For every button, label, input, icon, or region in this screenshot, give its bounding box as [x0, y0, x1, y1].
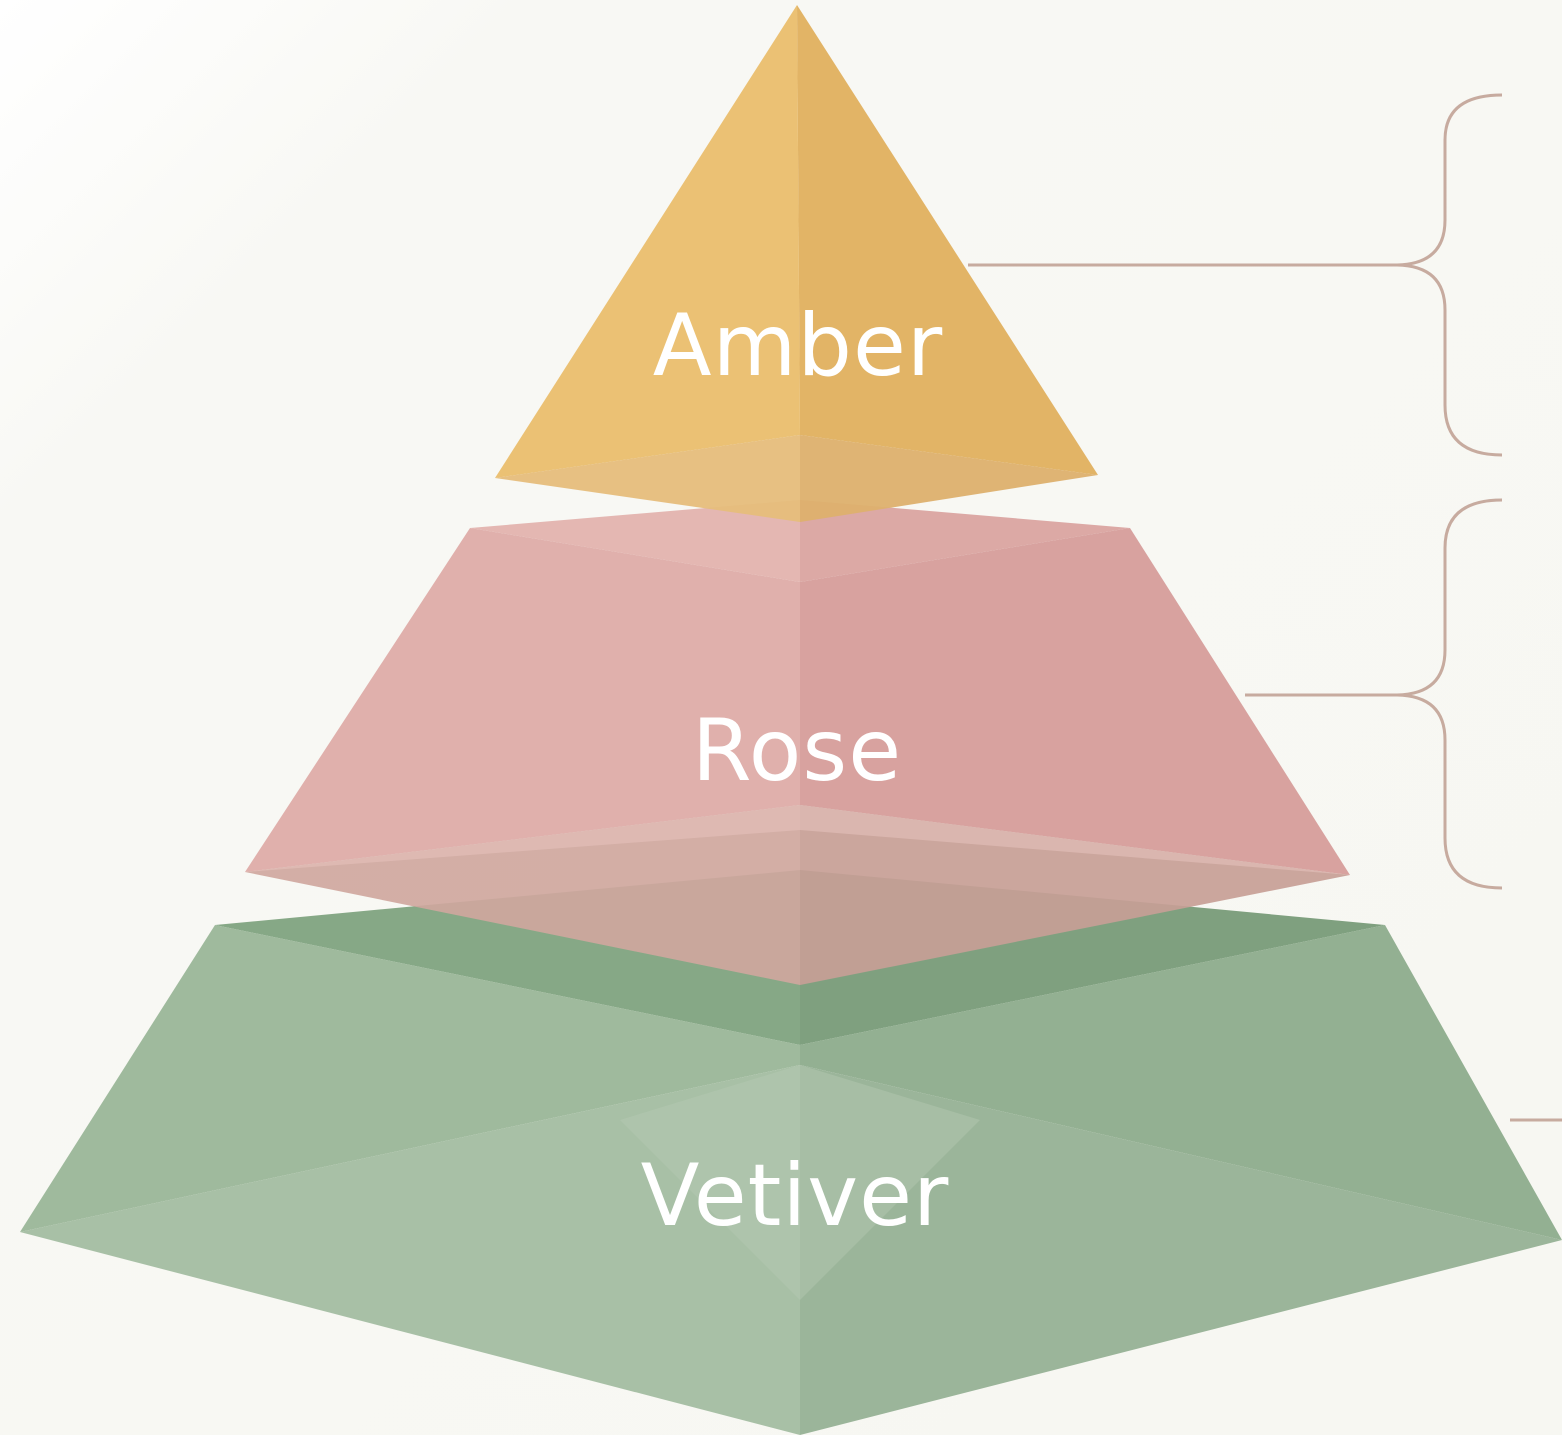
tier-middle-bottom-left-face [245, 805, 800, 985]
tier-middle-right-face [800, 528, 1350, 875]
tier-middle-back-right-face [800, 500, 1130, 582]
middle-brace [1394, 498, 1503, 890]
tier-top-label: Amber [653, 296, 943, 396]
tier-middle [245, 500, 1350, 985]
connectors [968, 93, 1562, 1122]
tier-base-front-right-face [800, 1065, 1562, 1435]
tier-base-front-left-face [20, 1065, 800, 1435]
tier-base-label: Vetiver [641, 1146, 950, 1246]
tier-middle-left-face [245, 528, 800, 872]
tier-base [20, 870, 1562, 1435]
tier-top-right-face [797, 5, 1098, 475]
tier-middle-label: Rose [692, 701, 902, 801]
tier-base-highlight [620, 1065, 980, 1300]
tier-top-bottom-right-face [800, 435, 1098, 522]
tier-base-left-face [20, 925, 800, 1232]
tier-top-bottom-left-face [495, 435, 800, 522]
tier-middle-shadow-band [245, 805, 1350, 875]
tier-middle-bottom-right-face [800, 805, 1350, 985]
top-brace [1394, 93, 1503, 457]
tier-middle-back-left-face [470, 500, 800, 582]
tier-top-left-face [495, 5, 800, 478]
tier-top [495, 5, 1098, 522]
tier-base-right-face [800, 925, 1562, 1240]
